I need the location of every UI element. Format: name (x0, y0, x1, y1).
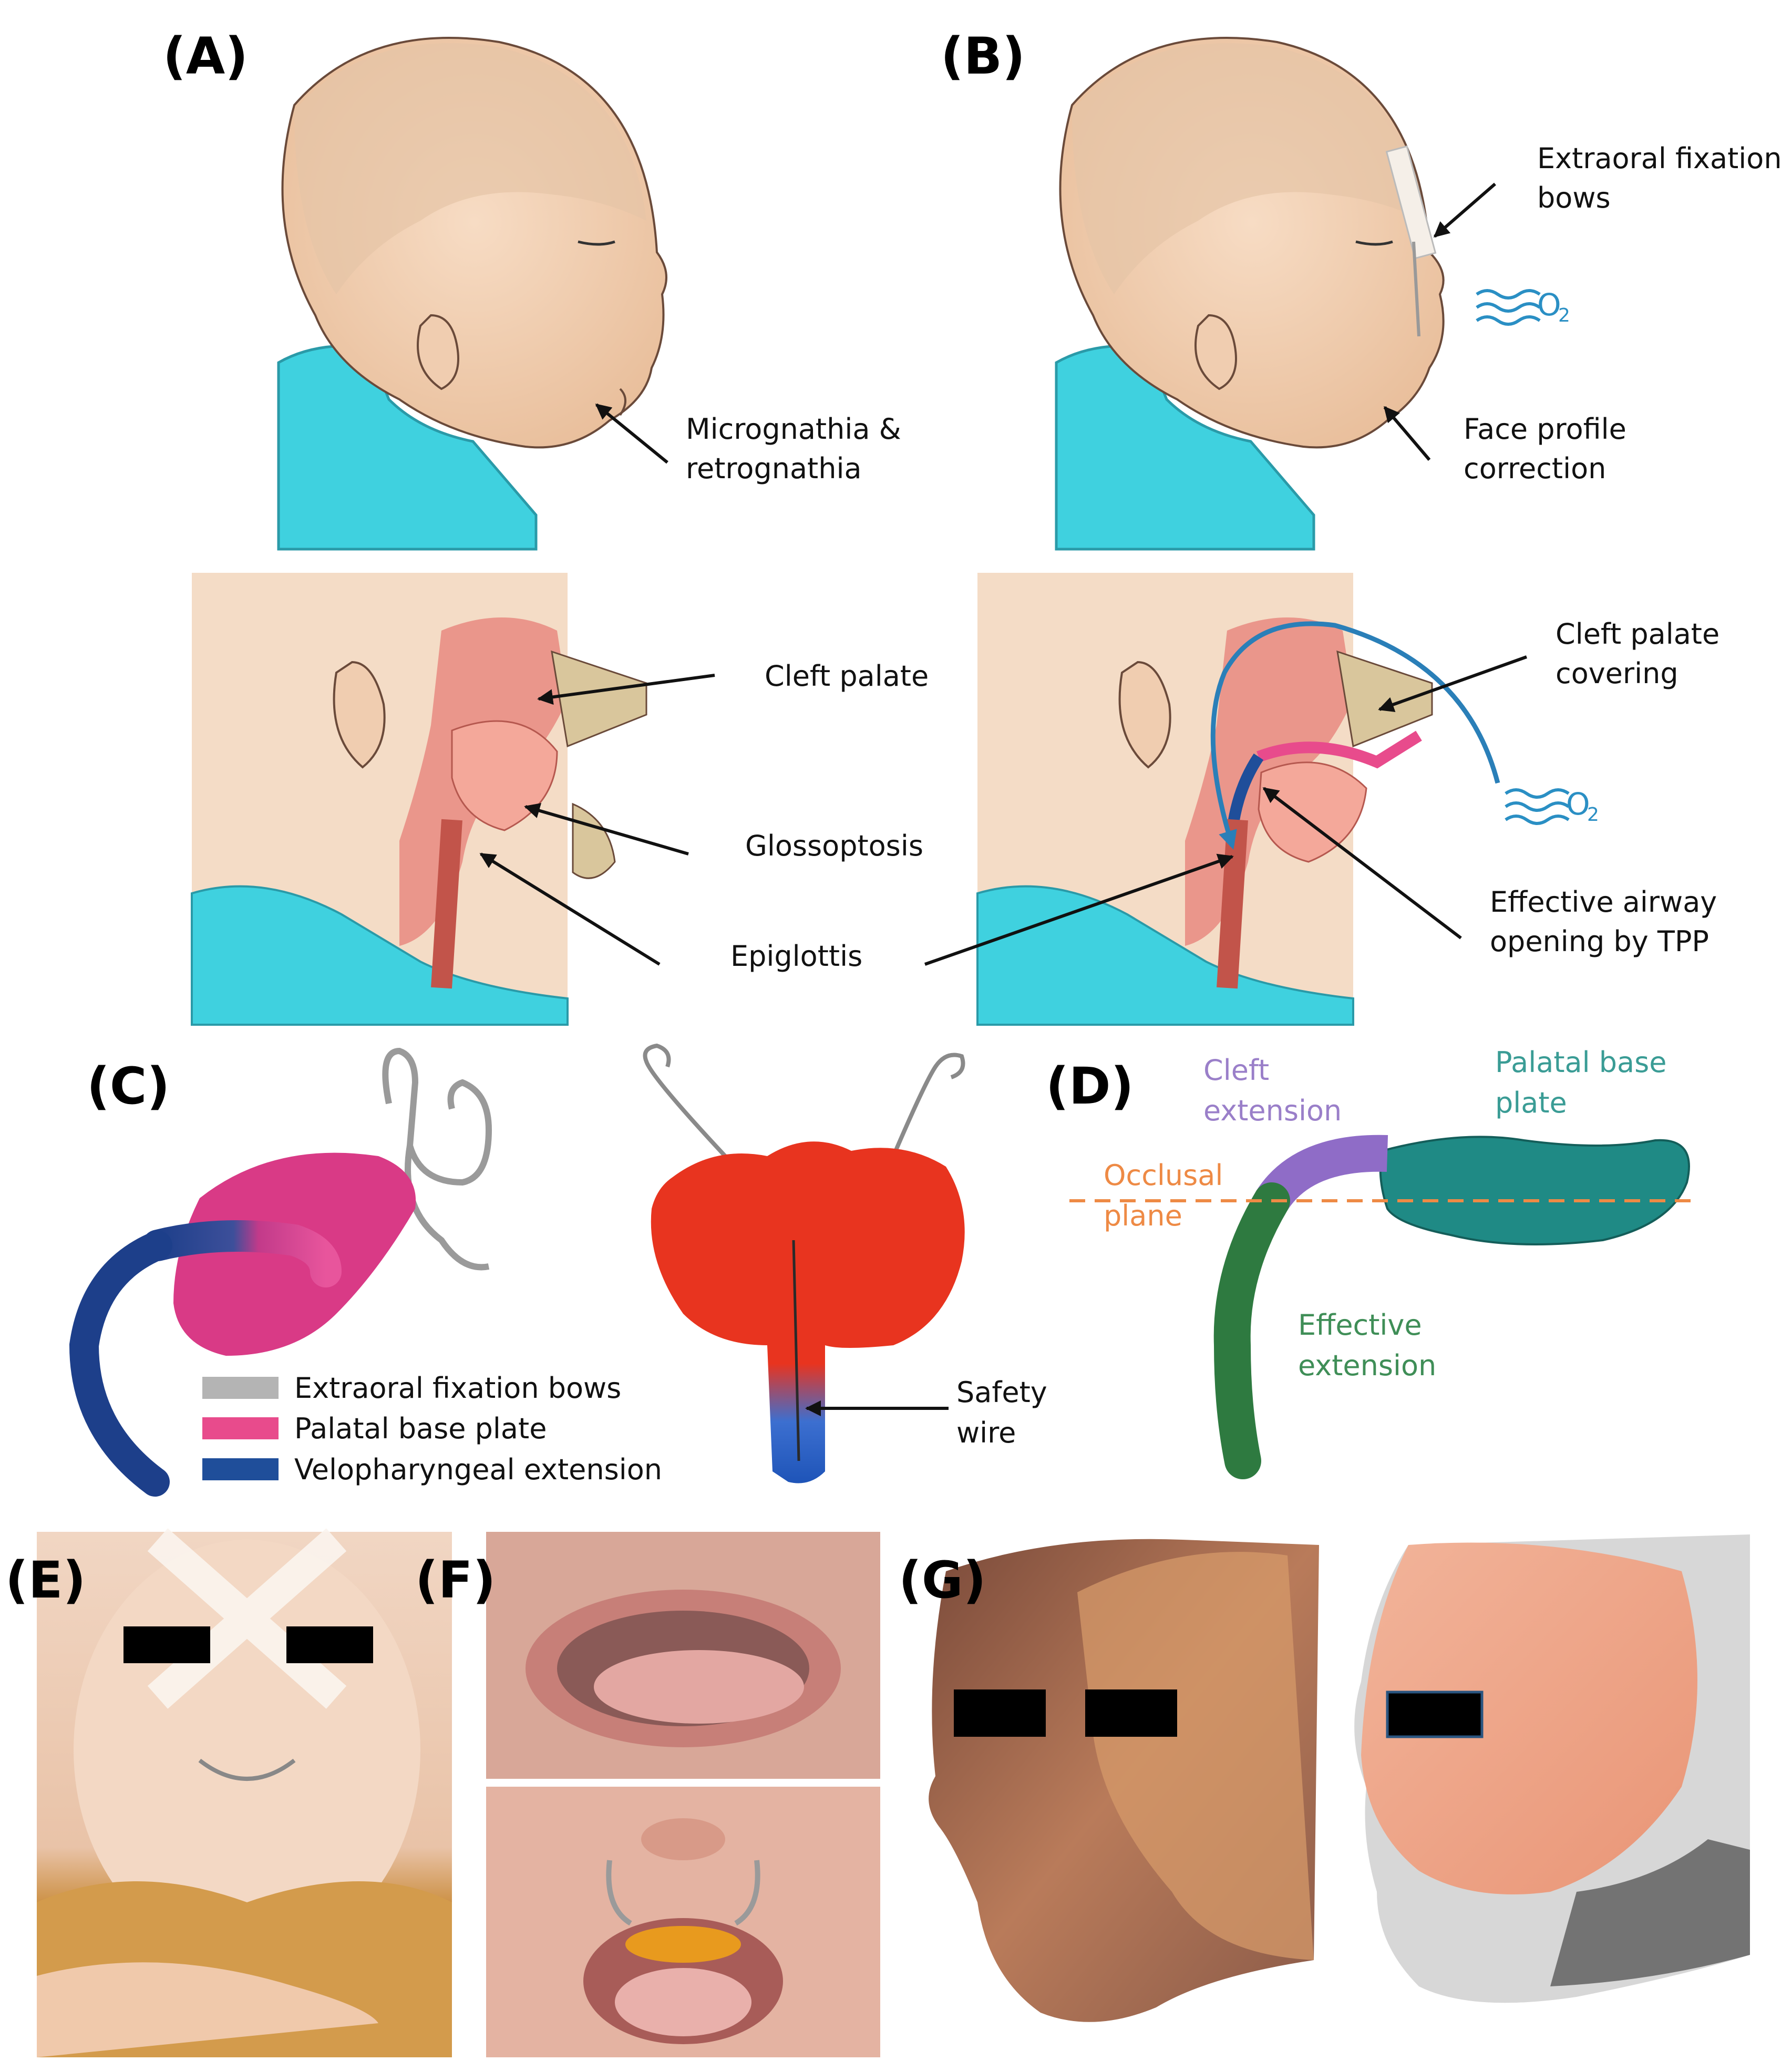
annotation-cleft-extension: Cleft extension (1203, 1054, 1342, 1127)
annotation-micrognathia: Micrognathia & retrognathia (686, 413, 910, 485)
o2-text-b-lower: O (1566, 786, 1590, 822)
arrow-face-profile (1383, 406, 1431, 461)
photo-g-face (929, 1539, 1319, 2022)
annotation-safety-wire: Safety wire (956, 1376, 1056, 1449)
legend-label-base-plate: Palatal base plate (294, 1412, 547, 1445)
baby-profile-illustration-a (277, 37, 667, 551)
tpp-side-view-photo (69, 1047, 492, 1497)
annotation-effective-extension: Effective extension (1298, 1308, 1436, 1382)
o2-text-b: O (1537, 287, 1561, 323)
arrow-airway-opening (1262, 787, 1462, 940)
panel-c: (C) Extraoral fixation bows Palatal base… (69, 1043, 1056, 1497)
panel-g: (G) (899, 1534, 1750, 2022)
panel-g-label: (G) (899, 1551, 986, 1610)
tpp-top-view-photo (643, 1043, 965, 1483)
legend-label-extension: Velopharyngeal extension (294, 1453, 662, 1486)
scan-g-3d (1354, 1534, 1750, 2003)
annotation-airway-opening: Effective airway opening by TPP (1490, 885, 1726, 958)
panel-f: (F) (415, 1532, 880, 2057)
o2-flow-icon-b: O 2 (1476, 287, 1570, 326)
panel-d: (D) Cleft extension Palatal base plate O… (1046, 1046, 1700, 1479)
photo-f-bottom (486, 1787, 880, 2057)
arrow-glossoptosis (524, 803, 689, 856)
panel-b: (B) Extraoral fixation bows O 2 Face pro… (924, 27, 1791, 1026)
photo-f-top (486, 1532, 880, 1779)
annotation-face-profile: Face profile correction (1464, 413, 1635, 485)
annotation-glossoptosis: Glossoptosis (745, 829, 923, 862)
legend-label-bows: Extraoral fixation bows (294, 1372, 621, 1405)
legend-swatch-extension (202, 1458, 279, 1480)
o2-subscript-b: 2 (1558, 305, 1570, 326)
sagittal-illustration-a (191, 573, 647, 1026)
arrow-micrognathia (595, 403, 668, 464)
panel-b-label: (B) (941, 27, 1025, 86)
legend-swatch-base-plate (202, 1417, 279, 1439)
panel-c-label: (C) (87, 1057, 170, 1116)
annotation-occlusal-plane: Occlusal plane (1104, 1159, 1232, 1232)
annotation-epiglottis: Epiglottis (730, 940, 862, 973)
tpp-3d-model (1069, 1135, 1700, 1479)
annotation-cleft-covering: Cleft palate covering (1556, 617, 1728, 690)
arrow-fixation-bows (1433, 182, 1496, 238)
sagittal-illustration-b (976, 573, 1500, 1026)
baby-profile-illustration-b (1055, 37, 1445, 551)
arrow-epiglottis (479, 852, 661, 966)
annotation-cleft-palate: Cleft palate (765, 659, 929, 693)
photo-e (37, 1528, 452, 2057)
o2-subscript-b-lower: 2 (1587, 804, 1599, 826)
legend: Extraoral fixation bows Palatal base pla… (202, 1372, 662, 1486)
arrow-cleft-covering (1378, 655, 1528, 713)
arrow-cleft-palate (537, 674, 715, 705)
panel-e: (E) (5, 1528, 452, 2057)
arrow-epiglottis-b (924, 853, 1234, 966)
annotation-fixation-bows: Extraoral fixation bows (1537, 142, 1791, 214)
panel-a-label: (A) (163, 27, 248, 86)
panel-d-label: (D) (1046, 1057, 1134, 1116)
o2-flow-icon-b-lower: O 2 (1505, 786, 1599, 826)
panel-f-label: (F) (415, 1551, 496, 1610)
panel-a: (A) Micrognathia & retrognathia Cl (163, 27, 929, 1026)
annotation-palatal-base-plate: Palatal base plate (1495, 1046, 1676, 1119)
legend-swatch-bows (202, 1377, 279, 1399)
panel-e-label: (E) (5, 1551, 86, 1610)
